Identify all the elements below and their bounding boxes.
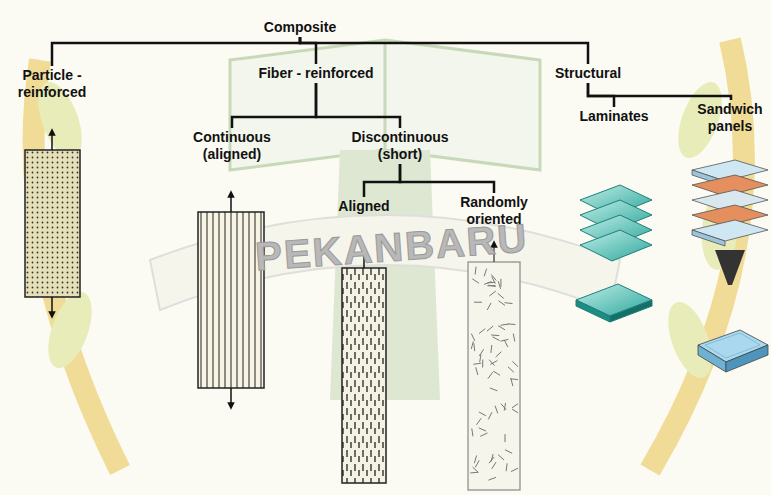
node-label: Particle - reinforced <box>10 67 94 101</box>
category-node: Particle - reinforced <box>7 66 97 102</box>
category-node: Laminates <box>576 107 651 126</box>
node-label: Discontinuous (short) <box>345 129 455 163</box>
tree-connector <box>300 37 316 64</box>
tree-connector <box>52 37 300 66</box>
category-node: Discontinuous (short) <box>342 128 458 164</box>
tree-connector <box>316 83 400 128</box>
category-node: Composite <box>261 18 339 37</box>
tree-connector <box>588 83 731 100</box>
node-label: Structural <box>555 65 621 82</box>
category-node: Fiber - reinforced <box>255 64 376 83</box>
node-label: Aligned <box>338 198 389 215</box>
category-node: Sandwich panels <box>692 100 768 136</box>
node-label: Sandwich panels <box>695 101 765 135</box>
node-label: Composite <box>264 19 336 36</box>
node-label: Fiber - reinforced <box>258 65 373 82</box>
node-label: Continuous (aligned) <box>184 129 280 163</box>
category-node: Aligned <box>335 197 392 216</box>
tree-connector <box>364 164 400 197</box>
category-node: Continuous (aligned) <box>181 128 283 164</box>
tree-connector <box>300 37 588 64</box>
tree-connector <box>400 164 494 193</box>
tree-connector <box>232 83 316 128</box>
node-label: Laminates <box>579 108 648 125</box>
category-node: Structural <box>552 64 624 83</box>
